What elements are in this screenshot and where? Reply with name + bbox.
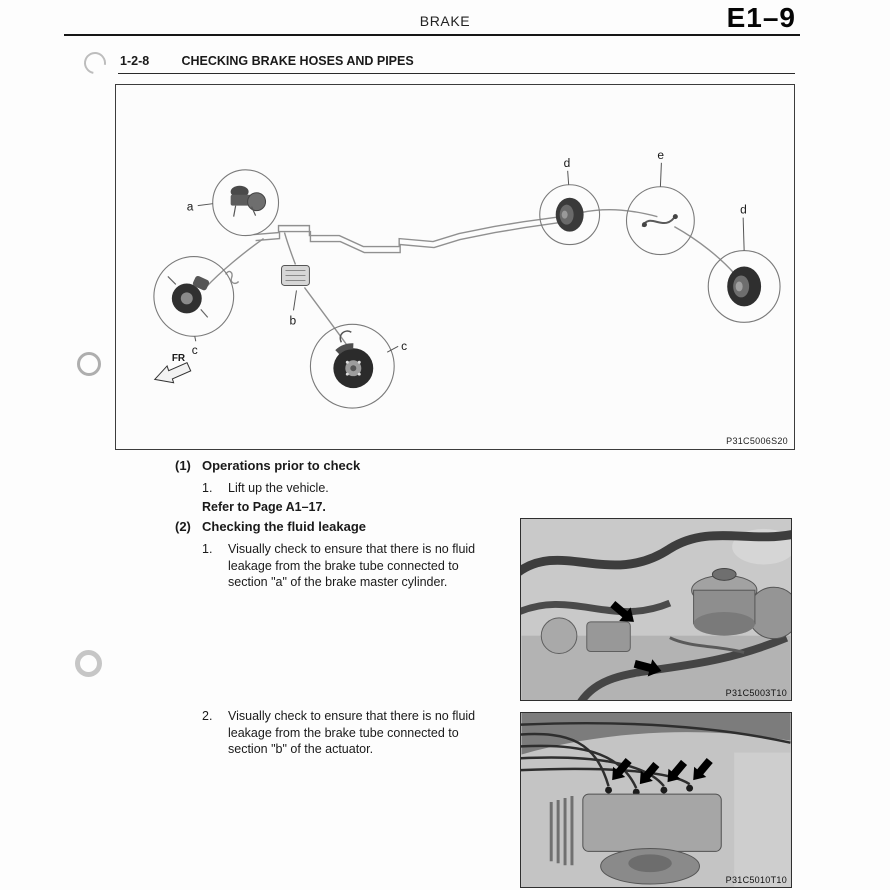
- fr-direction-arrow: [153, 361, 192, 384]
- actuator-component: [281, 265, 310, 286]
- diagram-label-c-front: c: [192, 343, 198, 357]
- section-heading: 1-2-8 CHECKING BRAKE HOSES AND PIPES: [120, 54, 414, 68]
- punch-hole-top: [79, 47, 111, 79]
- step-2-item-1-text: Visually check to ensure that there is n…: [228, 542, 476, 589]
- front-left-brake: [167, 275, 210, 318]
- diagram-label-a: a: [187, 200, 194, 214]
- brake-tubes: [516, 721, 791, 789]
- callout-circles: [153, 169, 781, 409]
- rear-drum-right: [727, 266, 762, 307]
- photo-actuator-svg: [516, 713, 791, 887]
- punch-hole-bottom: [75, 650, 102, 677]
- punch-hole-middle: [77, 352, 101, 376]
- brake-system-diagram: a b c c d e d FR P31C5006S20: [115, 84, 795, 450]
- step-1-item-1-number: 1.: [202, 481, 213, 495]
- step-2-item-1-number: 1.: [202, 542, 213, 556]
- step-2-title: Checking the fluid leakage: [202, 519, 366, 534]
- master-cylinder: [230, 185, 267, 217]
- pointer-arrow-2: [639, 761, 660, 785]
- step-2-item-2-number: 2.: [202, 709, 213, 723]
- diagram-label-d-right: d: [740, 203, 747, 217]
- brake-diagram-svg: a b c c d e d FR: [153, 148, 781, 409]
- actuator-ribs: [549, 796, 574, 866]
- step-2-item-2-text: Visually check to ensure that there is n…: [228, 709, 476, 756]
- section-number: 1-2-8: [120, 54, 150, 68]
- step-1-title: Operations prior to check: [202, 458, 361, 473]
- header-rule: [64, 34, 800, 36]
- section-rule: [118, 73, 795, 74]
- header-title: BRAKE: [419, 13, 471, 29]
- diagram-label-e: e: [657, 148, 664, 162]
- pointer-arrow-2: [633, 659, 662, 677]
- pointer-arrow-1: [612, 757, 632, 781]
- leader-lines: [194, 162, 745, 353]
- page-number: E1–9: [726, 2, 796, 33]
- step-1-item-1-text: Lift up the vehicle.: [228, 481, 329, 495]
- pointer-arrow-3: [667, 759, 688, 783]
- step-2: (2) Checking the fluid leakage 1. Visual…: [175, 519, 515, 591]
- photo-master-cylinder-svg: [513, 519, 800, 705]
- photo-2-code: P31C5010T10: [725, 875, 787, 885]
- step-1-reference-note: Refer to Page A1–17.: [202, 499, 326, 514]
- fr-label: FR: [172, 353, 185, 364]
- step-2-number: (2): [175, 519, 191, 534]
- flexible-hose-section: [641, 214, 678, 228]
- photo-master-cylinder: P31C5003T10: [513, 518, 800, 705]
- step-2-item-2: 2. Visually check to ensure that there i…: [175, 708, 515, 758]
- section-title: CHECKING BRAKE HOSES AND PIPES: [181, 54, 414, 68]
- step-1-number: (1): [175, 458, 191, 473]
- step-1: (1) Operations prior to check 1. Lift up…: [175, 458, 515, 514]
- brake-pipe-lines: [205, 209, 736, 345]
- pointer-arrow-1: [610, 601, 634, 622]
- diagram-label-d-left: d: [564, 156, 571, 170]
- front-brake-disc: [333, 330, 374, 389]
- photo-actuator: P31C5010T10: [516, 712, 792, 888]
- pointer-arrow-4: [693, 757, 713, 781]
- rear-drum-left: [555, 197, 584, 232]
- tube-fittings: [605, 784, 694, 796]
- diagram-label-b: b: [289, 313, 296, 327]
- photo-1-code: P31C5003T10: [725, 688, 787, 698]
- figure-code: P31C5006S20: [726, 436, 788, 446]
- diagram-label-c-mid: c: [401, 339, 407, 353]
